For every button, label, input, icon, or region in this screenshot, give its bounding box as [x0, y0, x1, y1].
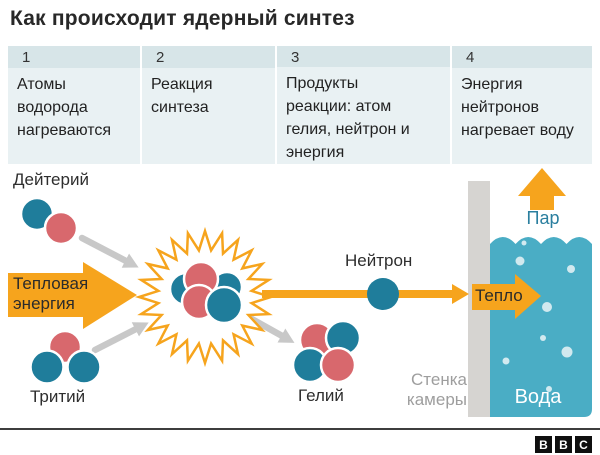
deuterium-atom — [19, 196, 79, 246]
step-number: 4 — [452, 46, 592, 68]
neutron-particle — [29, 349, 65, 385]
tritium-to-fusion-arrow — [91, 322, 149, 354]
deuterium-to-fusion-arrow — [78, 234, 139, 268]
heat-arrow — [472, 274, 541, 319]
tritium-atom — [29, 329, 102, 385]
steam-label: Пар — [526, 208, 560, 228]
helium-atom — [291, 319, 362, 384]
step-column-1: 1 Атомы водорода нагреваются — [8, 46, 140, 164]
bbc-logo-letter: B — [555, 436, 572, 453]
fusion-diagram — [8, 168, 592, 417]
bubble — [540, 335, 546, 341]
steps-table: 1 Атомы водорода нагреваются 2 Реакция с… — [8, 46, 592, 164]
neutron-path-arrowhead — [452, 284, 469, 304]
step-text: Атомы водорода нагреваются — [8, 68, 140, 164]
proton-neutron-particle — [204, 285, 244, 325]
bubble — [515, 256, 525, 266]
step-number: 2 — [142, 46, 275, 68]
chamber-wall-label: Стенка камеры — [406, 370, 467, 409]
neutron-label: Нейтрон — [345, 251, 413, 270]
heat-arrow-tail — [472, 284, 516, 310]
thermal-energy-arrow — [8, 262, 137, 329]
bubble — [521, 240, 527, 246]
heat-label: Тепло — [475, 286, 523, 305]
proton-particle — [43, 210, 79, 246]
step-text: Продукты реакции: атом гелия, нейтрон и … — [277, 67, 450, 164]
water-label: Вода — [514, 386, 562, 408]
bubble — [561, 346, 573, 358]
bbc-logo-letter: B — [535, 436, 552, 453]
bubble — [502, 357, 510, 365]
neutron-path-arrow — [262, 284, 469, 304]
step-number: 3 — [277, 46, 450, 67]
proton-particle — [319, 346, 357, 384]
page-title: Как происходит ядерный синтез — [10, 7, 355, 30]
bubble — [542, 302, 552, 312]
heat-arrow-head — [515, 274, 541, 319]
bubble — [567, 265, 575, 273]
free-neutron-particle — [367, 278, 399, 310]
step-text: Энергия нейтронов нагревает воду — [452, 68, 592, 164]
helium-label: Гелий — [298, 386, 344, 405]
tritium-label: Тритий — [30, 387, 86, 406]
footer-divider — [0, 428, 600, 430]
step-column-4: 4 Энергия нейтронов нагревает воду — [450, 46, 592, 164]
fused-nucleus — [168, 260, 244, 325]
water-bubbles — [502, 240, 575, 392]
bubble — [546, 386, 552, 392]
bbc-logo: B B C — [535, 436, 592, 453]
neutron-particle — [66, 349, 102, 385]
steam-arrow — [518, 168, 566, 210]
step-number: 1 — [8, 46, 140, 68]
bbc-logo-letter: C — [575, 436, 592, 453]
thermal-energy-label: Тепловая энергия — [13, 274, 89, 313]
deuterium-label: Дейтерий — [13, 170, 89, 189]
step-column-2: 2 Реакция синтеза — [140, 46, 275, 164]
step-text: Реакция синтеза — [142, 68, 275, 164]
step-column-3: 3 Продукты реакции: атом гелия, нейтрон … — [275, 46, 450, 164]
